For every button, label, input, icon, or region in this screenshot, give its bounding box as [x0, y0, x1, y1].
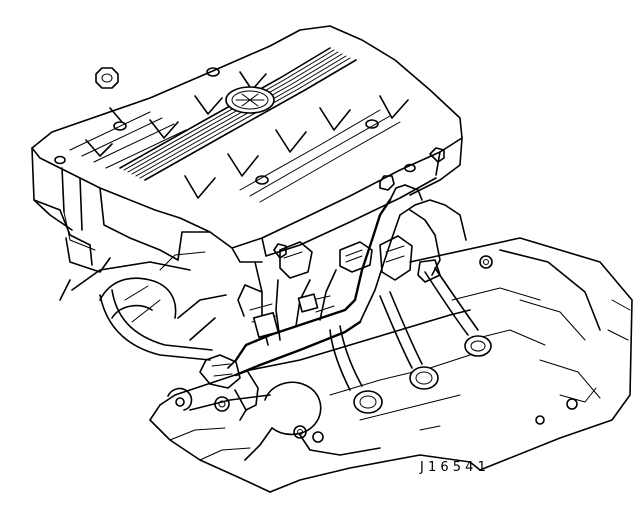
loose-nut	[95, 67, 119, 89]
emblem	[225, 86, 275, 114]
exhaust-manifold	[59, 251, 227, 341]
cylinder-head	[409, 237, 633, 471]
intake-manifold	[149, 309, 471, 493]
engine-cover	[31, 25, 463, 273]
spark-plug-boots	[329, 267, 492, 414]
coolant-hose	[99, 289, 213, 361]
wiring-harness	[199, 184, 467, 421]
harness-connectors	[279, 235, 441, 283]
part-code: J 1 6 5 4 1	[419, 460, 486, 475]
